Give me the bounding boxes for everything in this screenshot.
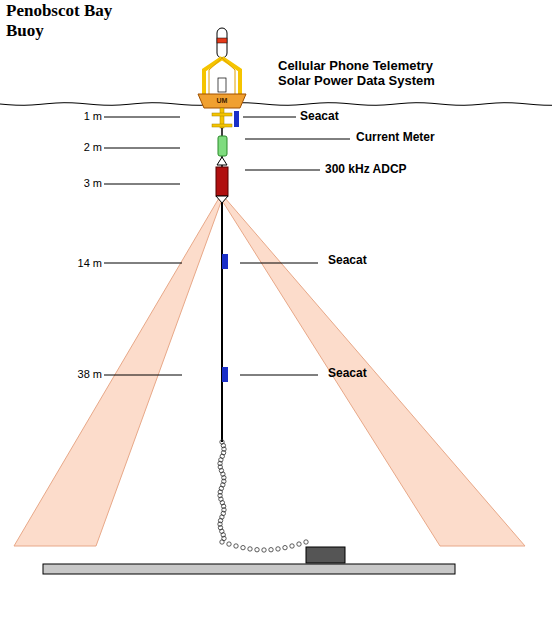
- antenna: [217, 28, 227, 58]
- seacat-sensor: [222, 254, 228, 269]
- adcp: [216, 167, 228, 196]
- instrument-label: Seacat: [328, 254, 367, 268]
- anchor: [306, 547, 345, 563]
- buoy-mark: UM: [217, 97, 228, 105]
- bridle: [212, 113, 232, 116]
- light-band: [217, 38, 227, 43]
- seacat-sensor: [234, 111, 239, 127]
- instrument-label: Current Meter: [356, 131, 435, 145]
- depth-label: 1 m: [84, 110, 102, 123]
- water-surface: [0, 103, 552, 106]
- adcp-base: [216, 196, 228, 203]
- title: Penobscot Bay Buoy: [6, 1, 128, 40]
- mooring-line: [221, 203, 223, 442]
- current-meter: [218, 136, 227, 156]
- seacat-sensor: [222, 367, 228, 382]
- buoy-float: [198, 94, 246, 108]
- bridle: [212, 124, 232, 127]
- solar-box: [218, 78, 226, 92]
- seafloor: [43, 564, 455, 574]
- instrument-label: Seacat: [300, 110, 339, 124]
- depth-label: 14 m: [78, 257, 102, 270]
- depth-label: 2 m: [84, 141, 102, 154]
- system-note: Cellular Phone Telemetry Solar Power Dat…: [278, 59, 456, 89]
- instrument-label: 300 kHz ADCP: [325, 163, 407, 177]
- tower-frame: [204, 58, 240, 94]
- tower-frame: [209, 58, 235, 94]
- depth-label: 3 m: [84, 177, 102, 190]
- instrument-label: Seacat: [328, 367, 367, 381]
- adcp-beam: [14, 198, 221, 546]
- depth-label: 38 m: [78, 368, 102, 381]
- leader-lines: [104, 117, 350, 375]
- adcp-beam: [223, 198, 525, 546]
- swivel: [217, 157, 227, 165]
- chain: [218, 440, 308, 552]
